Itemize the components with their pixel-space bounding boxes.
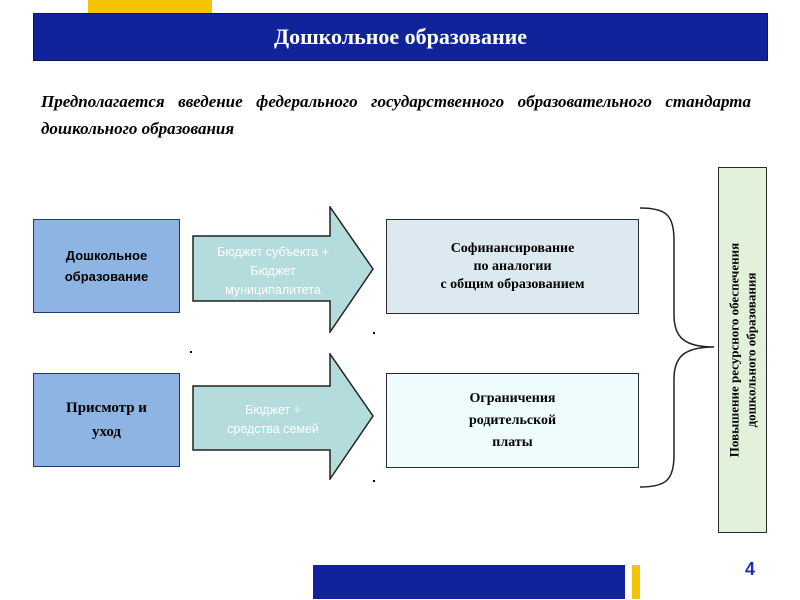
arrow-funding-2 xyxy=(192,353,374,480)
arrow-funding-1-label: Бюджет субъекта + Бюджет муниципалитета xyxy=(217,245,329,297)
result-box-cofinancing: Софинансирование по аналогии с общим обр… xyxy=(386,219,639,314)
left-box-supervision-care: Присмотр и уход xyxy=(33,373,180,467)
left-box-label: Присмотр и уход xyxy=(66,400,147,440)
curly-brace-connector xyxy=(636,205,716,490)
result-box-label: Софинансирование по аналогии с общим обр… xyxy=(440,240,585,292)
slide-title-text: Дошкольное образование xyxy=(273,24,528,49)
decor-dot xyxy=(373,480,375,482)
vertical-result-label: Повышение ресурсного обеспечения дошколь… xyxy=(726,242,758,458)
page-number: 4 xyxy=(744,559,755,579)
bottom-decor-bar xyxy=(313,565,625,599)
arrow-funding-1 xyxy=(192,206,374,333)
result-box-label: Ограничения родительской платы xyxy=(468,390,557,450)
intro-paragraph: Предполагается введение федерального гос… xyxy=(41,92,751,138)
decor-dot xyxy=(190,351,192,353)
arrow-shape xyxy=(192,353,374,480)
bottom-accent-bar xyxy=(632,565,640,599)
decor-dot xyxy=(373,332,375,334)
result-box-fee-limits: Ограничения родительской платы xyxy=(386,373,639,468)
arrow-shape xyxy=(192,206,374,333)
left-box-preschool-education: Дошкольное образование xyxy=(33,219,180,313)
top-accent-bar xyxy=(88,0,212,13)
left-box-label: Дошкольное образование xyxy=(64,248,149,284)
vertical-result-panel xyxy=(718,167,767,533)
slide-title: Дошкольное образование xyxy=(33,13,768,61)
arrow-funding-2-label: Бюджет + средства семей xyxy=(227,403,319,436)
